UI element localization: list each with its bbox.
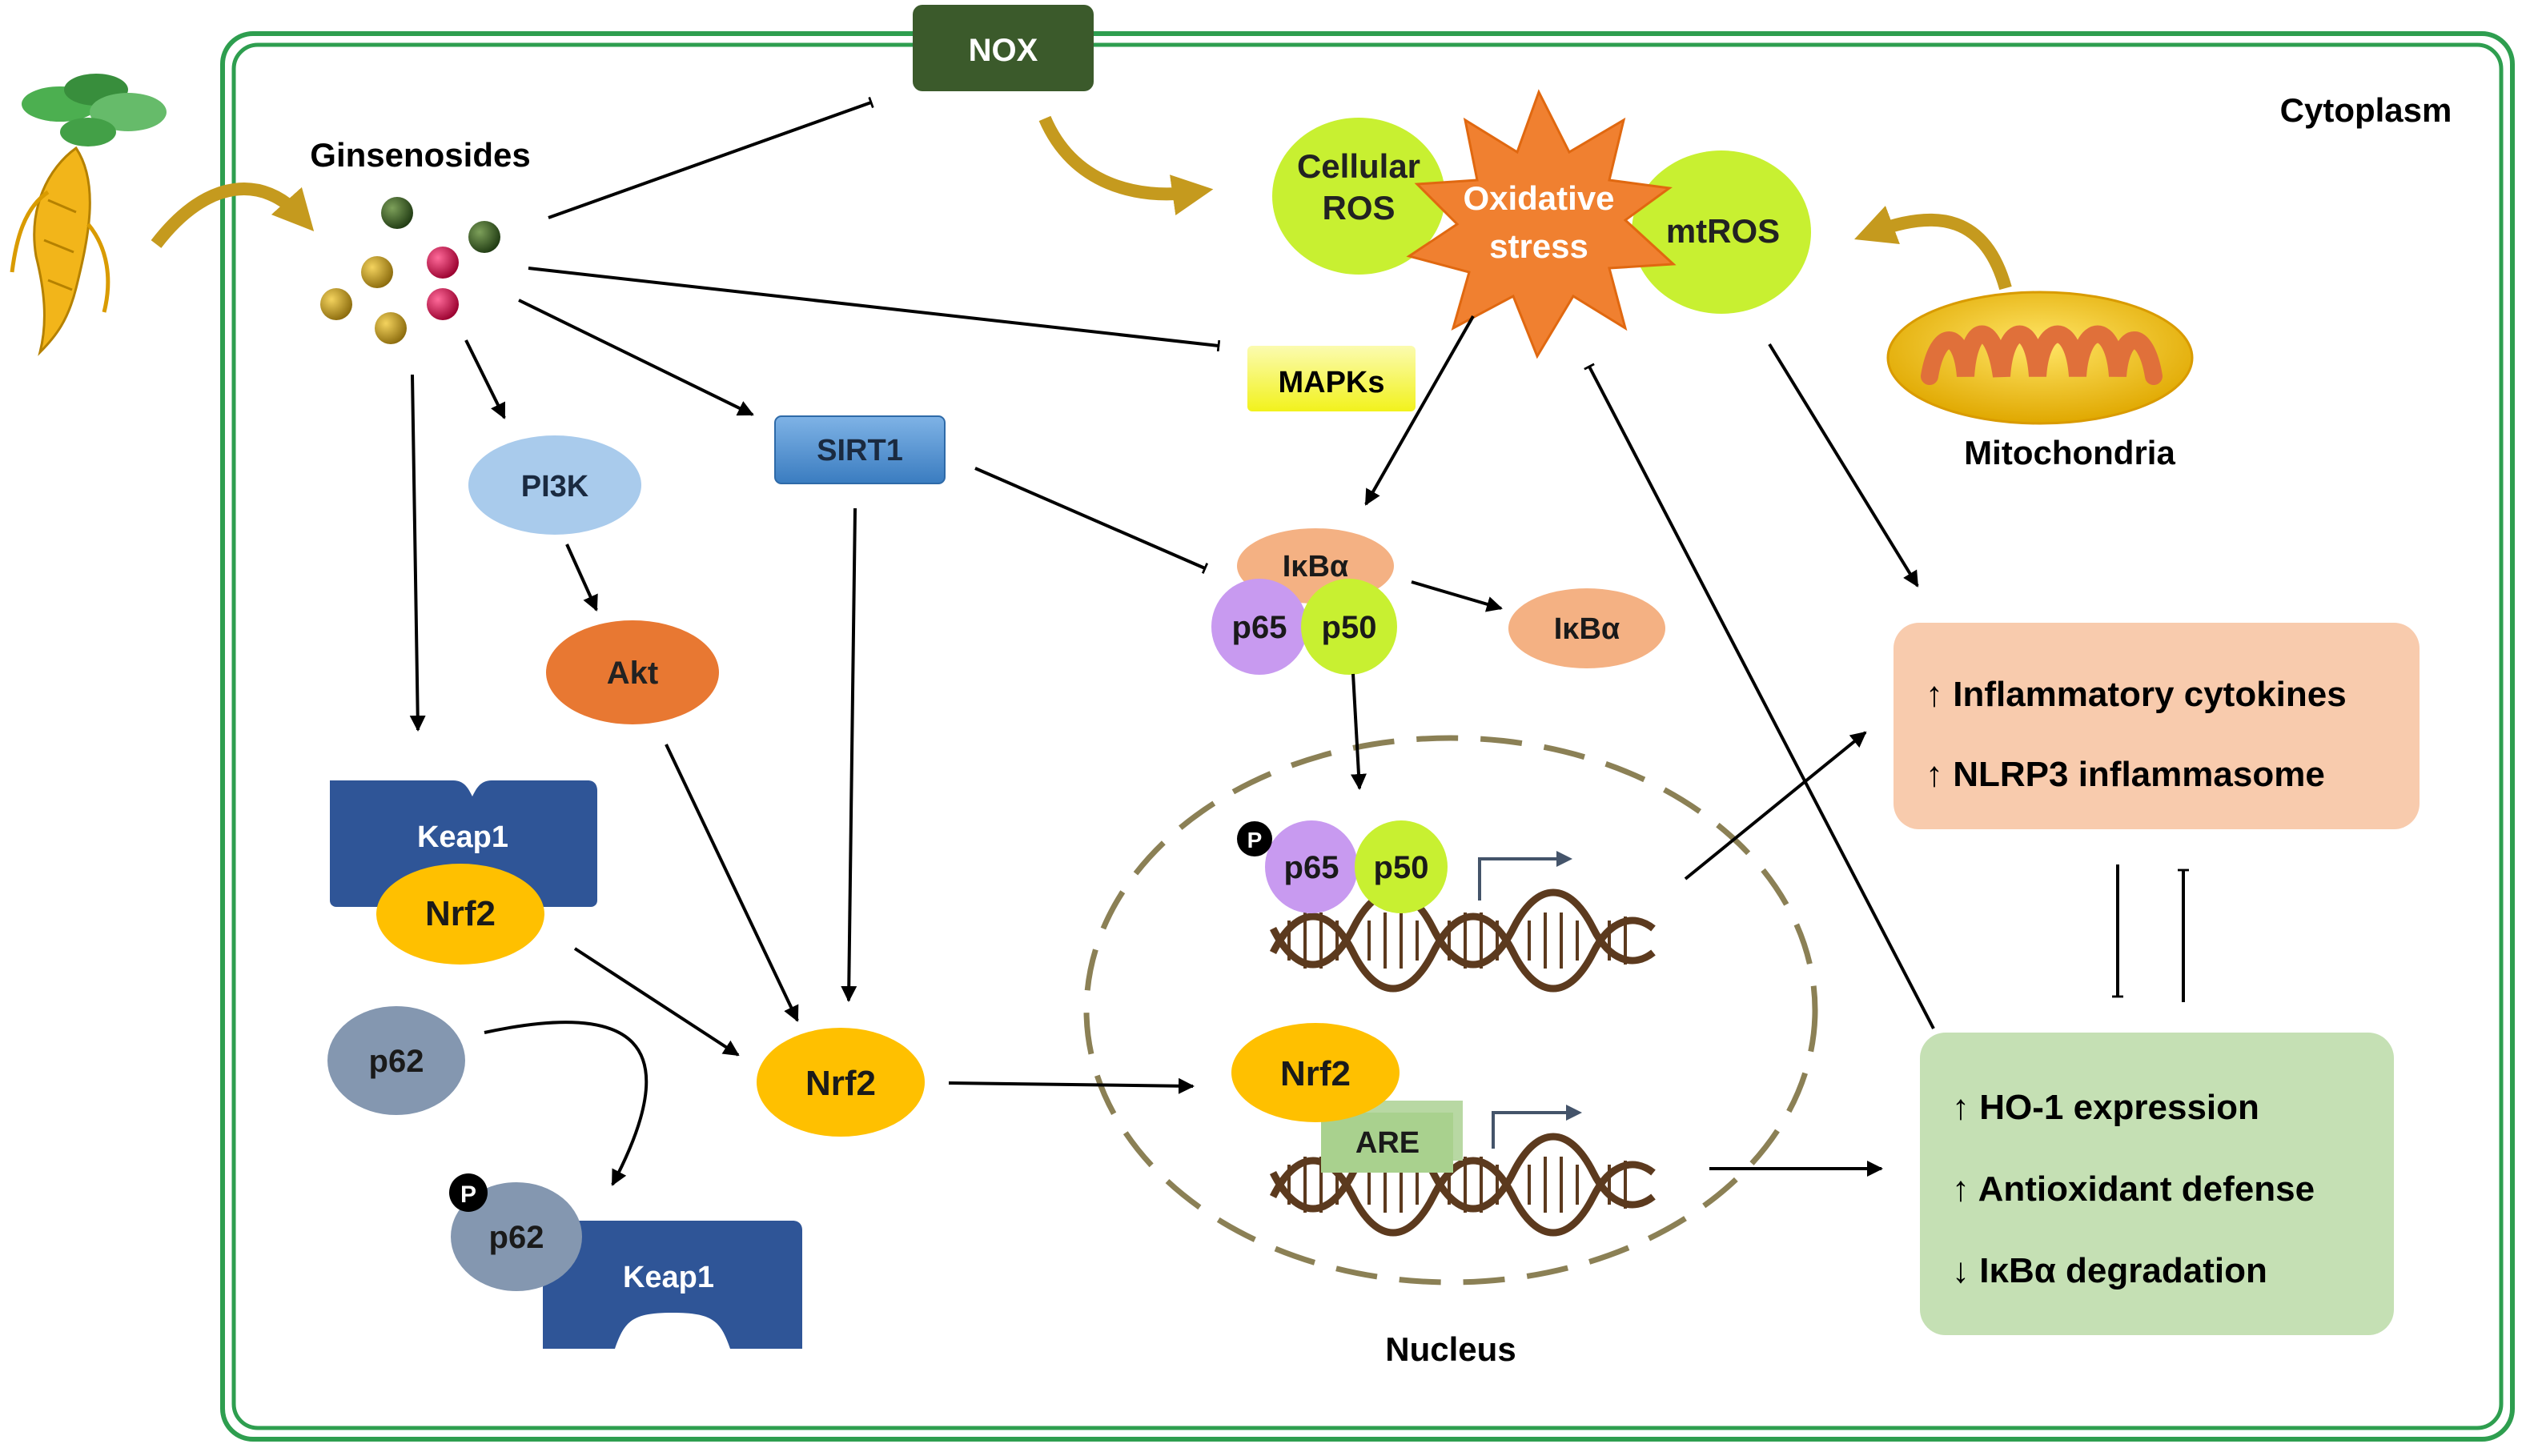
svg-text:Nrf2: Nrf2 <box>425 894 496 933</box>
nox-label: NOX <box>969 33 1038 68</box>
nox-to-ros-arrow <box>1038 115 1214 215</box>
nrf2-to-nucleus-arrow <box>948 1077 1195 1094</box>
cell-membrane <box>220 31 2515 1442</box>
p62-to-keap1-arrow <box>484 1021 649 1186</box>
nfkb-complex: IκBα p65 p50 <box>1211 528 1397 675</box>
nuclear-nrf2: Nrf2 <box>1231 1023 1400 1122</box>
pi3k-node: PI3K <box>468 435 641 535</box>
ginseng-to-ginsenosides-arrow <box>151 183 315 248</box>
svg-text:p50: p50 <box>1322 610 1377 645</box>
phospho-badge <box>449 1173 488 1212</box>
phospho-badge-nuclear <box>1237 821 1272 856</box>
svg-text:SIRT1: SIRT1 <box>817 434 903 467</box>
nucleus-label: Nucleus <box>1385 1330 1516 1368</box>
svg-text:P: P <box>1247 828 1263 852</box>
svg-text:p65: p65 <box>1284 850 1339 885</box>
mapks-node: MAPKs <box>1247 346 1416 411</box>
svg-text:Cellular: Cellular <box>1297 147 1420 185</box>
ros-to-nfkb-arrow <box>1364 315 1475 506</box>
p62-keap1-complex: Keap1 p62 P <box>449 1173 802 1349</box>
akt-node: Akt <box>546 620 719 724</box>
are-transcription-arrow <box>1492 1105 1582 1149</box>
inhibition-lines <box>528 96 2189 1029</box>
activation-arrows <box>409 299 1919 1186</box>
svg-text:P: P <box>460 1181 476 1208</box>
nrf2-bound <box>376 864 544 965</box>
ginsenosides-inhibit-nox <box>548 96 874 219</box>
svg-text:p50: p50 <box>1374 850 1429 885</box>
nucleus-membrane <box>1083 735 1818 1286</box>
mtros-node: mtROS <box>1632 150 1811 314</box>
svg-text:p62: p62 <box>489 1220 544 1255</box>
nfkb-to-inflammation-arrow <box>1684 731 1867 880</box>
inflammation-line-1: ↑ Inflammatory cytokines <box>1926 675 2347 714</box>
protection-line-2: ↑ Antioxidant defense <box>1952 1169 2315 1209</box>
cellular-ros-node: Cellular ROS <box>1272 118 1445 275</box>
ginsenosides-label: Ginsenosides <box>310 136 530 174</box>
svg-text:Oxidative: Oxidative <box>1463 179 1614 217</box>
ginsenosides-to-sirt1-arrow <box>518 299 754 416</box>
cytoplasm-label: Cytoplasm <box>2280 91 2452 129</box>
svg-text:Akt: Akt <box>607 656 658 691</box>
p62-phospho <box>451 1182 582 1291</box>
nuclear-p65-p50: p65 p50 P <box>1237 820 1448 913</box>
ginsenoside-molecules <box>320 197 500 344</box>
ikba-free: IκBα <box>1508 588 1665 668</box>
ginsenosides-to-pi3k-arrow <box>464 339 506 419</box>
nrf2-free: Nrf2 <box>757 1028 925 1137</box>
keap1nrf2-to-nrf2-arrow <box>573 947 740 1057</box>
mtros-to-inflammation-arrow <box>1768 343 1919 588</box>
svg-text:ROS: ROS <box>1322 189 1395 227</box>
keap1-bottom-label: Keap1 <box>623 1261 714 1294</box>
svg-text:stress: stress <box>1489 227 1588 265</box>
ginsenosides-to-keap1-arrow <box>409 374 426 732</box>
akt-to-nrf2-arrow <box>665 744 799 1022</box>
oxidative-stress-node: Oxidative stress <box>1406 89 1677 359</box>
svg-text:Nrf2: Nrf2 <box>1280 1054 1351 1093</box>
mitochondria-icon <box>1886 291 2194 425</box>
svg-text:mtROS: mtROS <box>1666 212 1780 250</box>
inflammation-box: ↑ Inflammatory cytokines ↑ NLRP3 inflamm… <box>1894 623 2420 829</box>
svg-text:PI3K: PI3K <box>521 470 589 503</box>
protection-line-1: ↑ HO-1 expression <box>1952 1088 2259 1127</box>
ginseng-root-icon <box>10 74 167 356</box>
protection-inhibit-ros <box>1584 363 1935 1029</box>
svg-text:p62: p62 <box>369 1044 424 1079</box>
pi3k-to-akt-arrow <box>565 543 598 612</box>
dna-helix-nfkb <box>1269 888 1656 993</box>
svg-text:Nrf2: Nrf2 <box>805 1064 876 1103</box>
sirt1-node: SIRT1 <box>774 415 946 484</box>
complex-to-ikba-arrow <box>1411 580 1503 612</box>
svg-text:IκBα: IκBα <box>1554 612 1620 646</box>
dna-helix-are <box>1269 1133 1656 1237</box>
svg-text:p65: p65 <box>1232 610 1287 645</box>
protection-line-3: ↓ IκBα degradation <box>1952 1251 2267 1290</box>
ginsenosides-inhibit-mapks <box>528 267 1221 352</box>
keap1-label: Keap1 <box>417 820 508 854</box>
sirt1-to-nrf2-arrow <box>841 507 857 1002</box>
svg-text:ARE: ARE <box>1355 1126 1420 1160</box>
svg-text:IκBα: IκBα <box>1283 550 1349 584</box>
svg-text:MAPKs: MAPKs <box>1278 366 1384 399</box>
protection-box: ↑ HO-1 expression ↑ Antioxidant defense … <box>1920 1033 2394 1335</box>
nfkb-transcription-arrow <box>1478 851 1572 900</box>
p62-node: p62 <box>327 1006 465 1115</box>
keap1-nrf2-complex: Keap1 Nrf2 <box>330 780 597 965</box>
mito-to-mtros-arrow <box>1854 206 2012 291</box>
mitochondria-label: Mitochondria <box>1964 434 2175 471</box>
nox-node: NOX <box>913 5 1094 91</box>
nfkb-translocation-arrow <box>1351 673 1367 790</box>
inflammation-line-2: ↑ NLRP3 inflammasome <box>1926 755 2325 794</box>
sirt1-inhibit-nfkb <box>974 467 1209 574</box>
